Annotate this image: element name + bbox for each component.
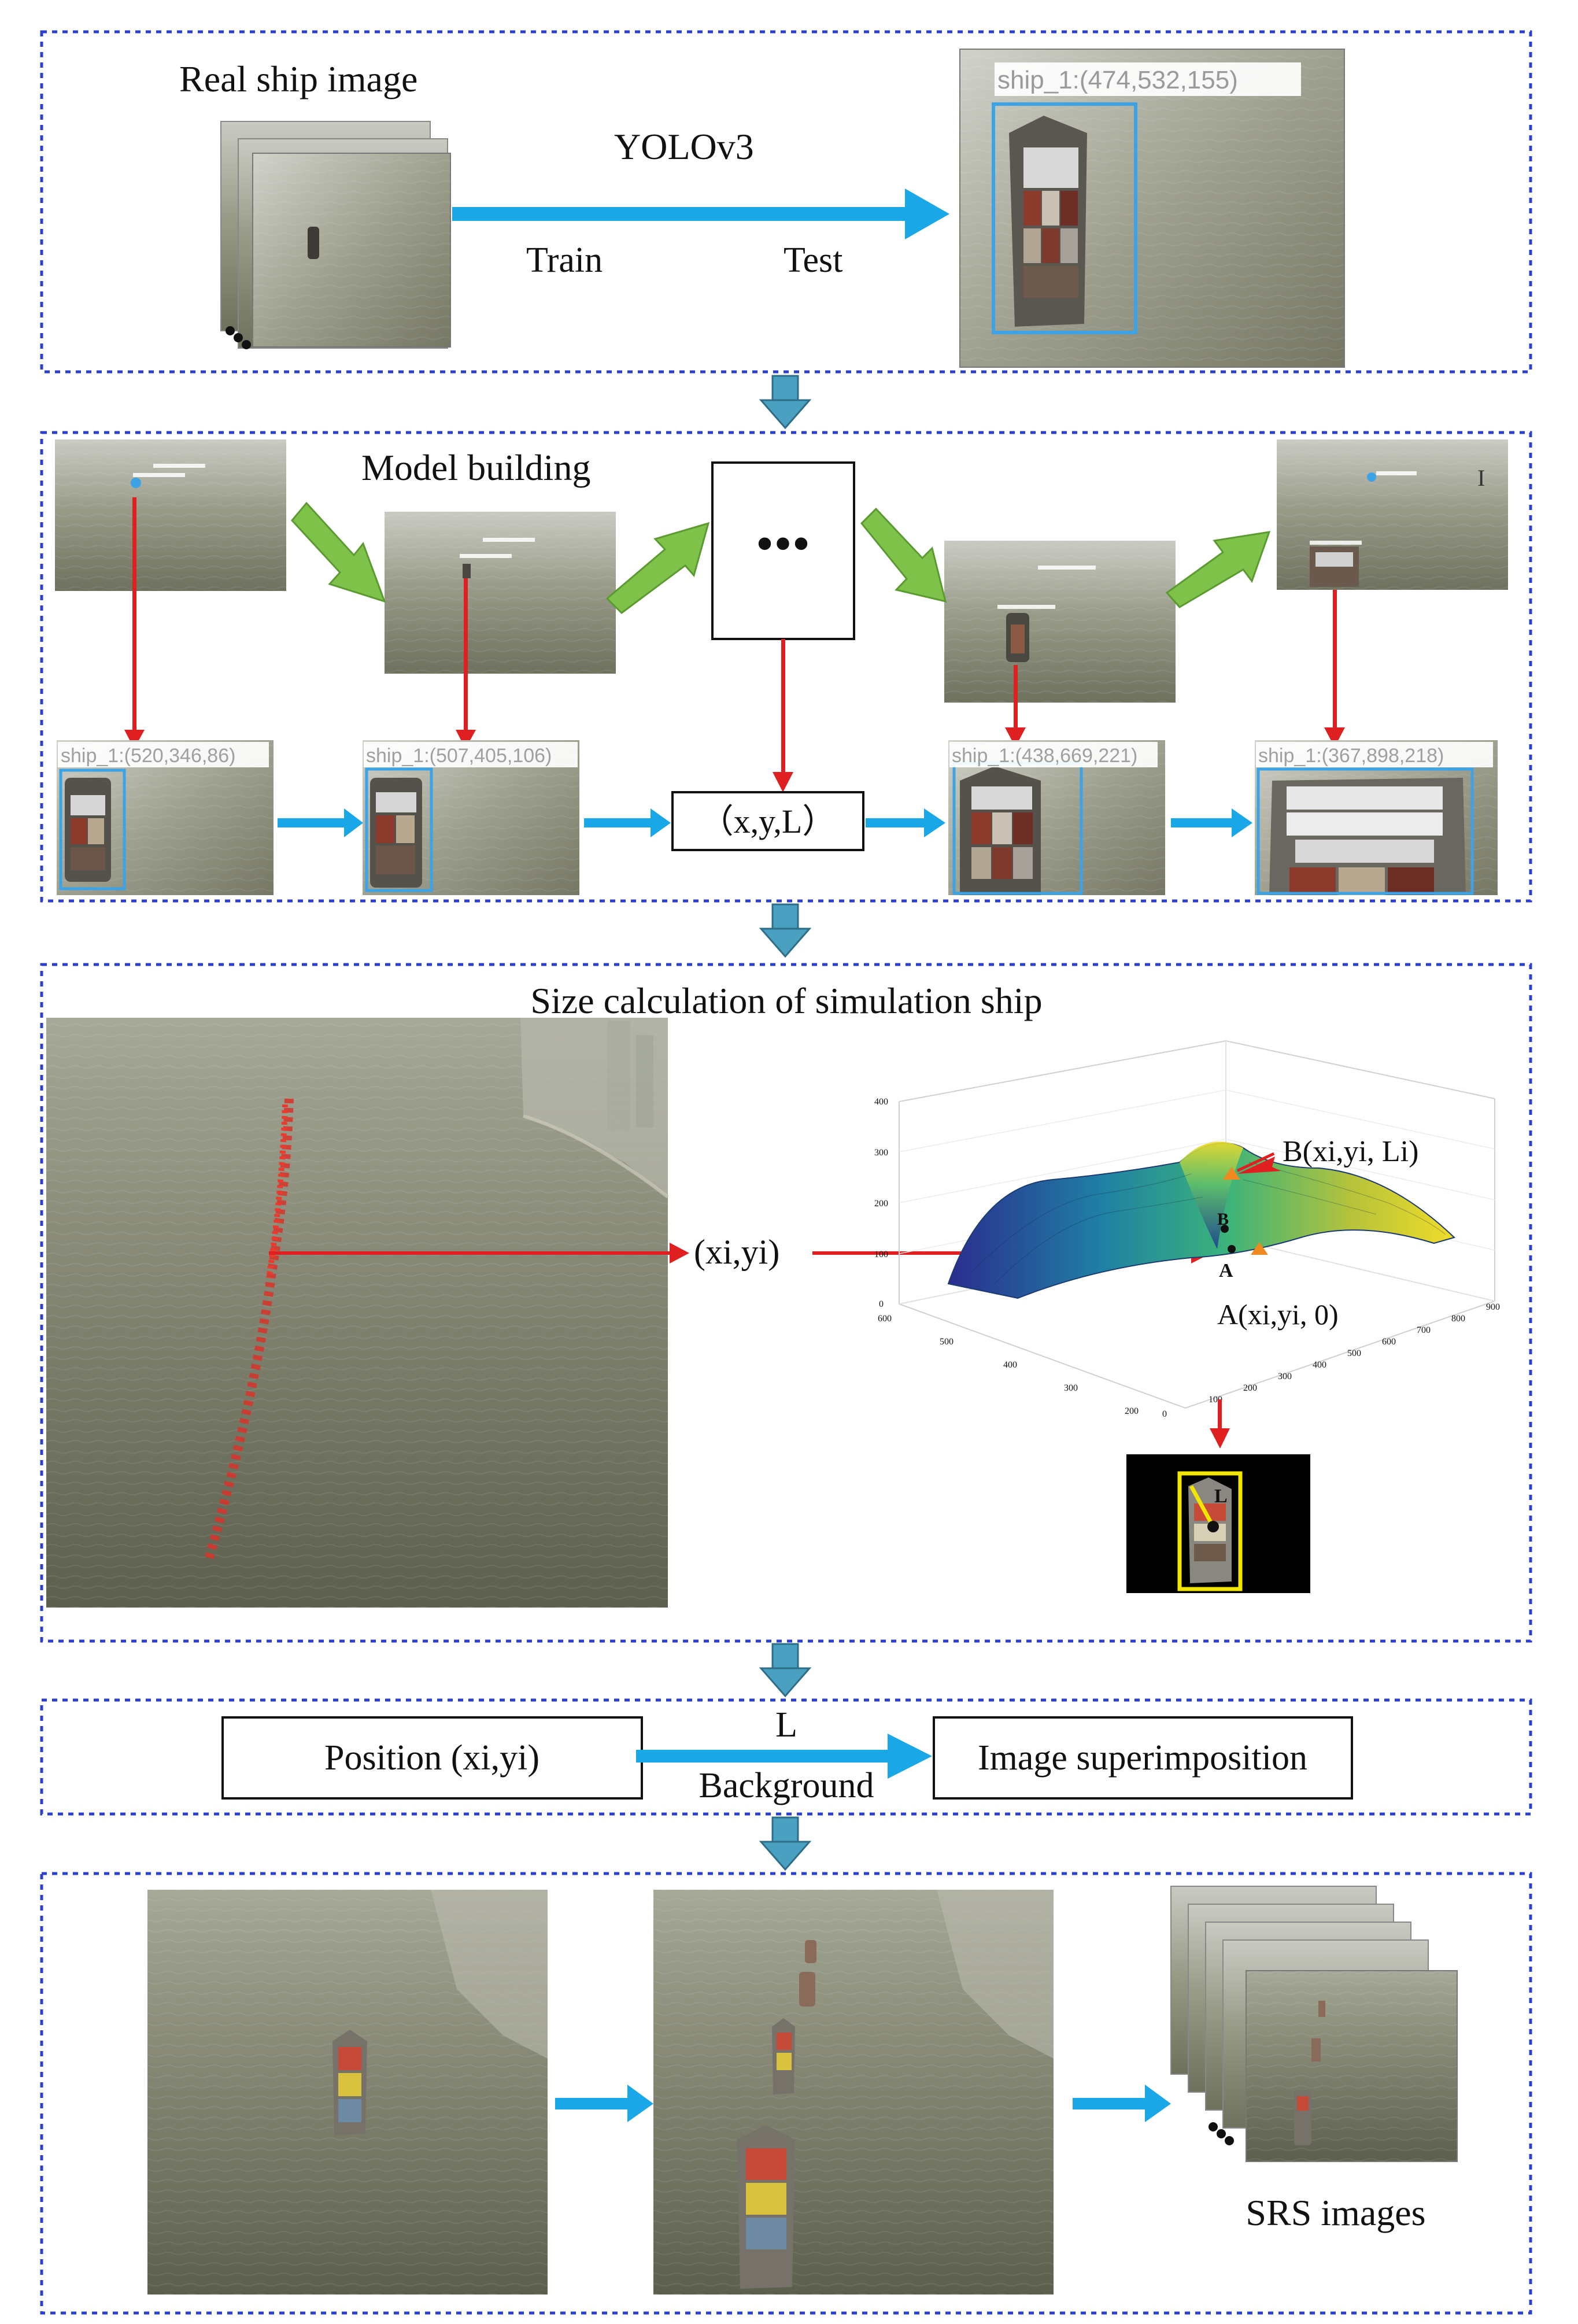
y-tick-4: 200 — [1125, 1406, 1139, 1416]
result-box: Image superimposition — [933, 1716, 1353, 1800]
down-arrow-4 — [759, 1816, 812, 1871]
superimposition-arrow — [636, 1734, 932, 1779]
x-tick-3: 300 — [1278, 1372, 1292, 1381]
x-tick-5: 500 — [1347, 1348, 1361, 1358]
down-arrow-2 — [759, 903, 812, 958]
real-ship-image-stack — [220, 121, 451, 349]
frame-2 — [385, 512, 616, 674]
detection-label-bg — [995, 62, 1301, 96]
frame-1 — [55, 439, 286, 591]
srs-multi-ship — [653, 1890, 1054, 2295]
blue-arrow-srs-2 — [1073, 2085, 1171, 2122]
frame-3 — [944, 541, 1176, 703]
green-arrows — [291, 501, 1271, 614]
z-tick-2: 200 — [874, 1199, 888, 1209]
point-a-label: A(xi,yi, 0) — [1217, 1298, 1339, 1331]
y-tick-1: 500 — [940, 1337, 954, 1347]
frame-4: I — [1277, 439, 1508, 590]
center-coord-text: （x,y,L） — [700, 803, 836, 840]
section1-frame — [40, 30, 1532, 374]
red-down-arrows-model — [124, 497, 1345, 792]
length-marker: L — [1214, 1486, 1228, 1507]
detected-ship-image — [959, 49, 1345, 368]
ellipsis-text: ••• — [756, 515, 811, 572]
crop-2-label: ship_1:(507,405,106) — [366, 745, 552, 767]
ship-length-crop: L — [1126, 1454, 1310, 1593]
surface-plot: B A 400 300 200 100 0 600 500 400 300 20… — [874, 1040, 1500, 1419]
blue-arrow-srs-1 — [555, 2085, 653, 2122]
crop-4: ship_1:(367,898,218) — [1255, 740, 1498, 895]
crop-4-label: ship_1:(367,898,218) — [1258, 745, 1444, 767]
y-tick-3: 300 — [1064, 1383, 1078, 1393]
trajectory-image — [46, 1018, 669, 1608]
marker-a: A — [1219, 1260, 1233, 1281]
crop-3-label: ship_1:(438,669,221) — [952, 745, 1137, 767]
section3-title: Size calculation of simulation ship — [530, 980, 1042, 1021]
position-box: Position (xi,yi) — [221, 1716, 643, 1800]
down-arrow-3 — [759, 1643, 812, 1698]
x-tick-6: 600 — [1382, 1337, 1396, 1347]
arrow-bottom-label: Background — [699, 1766, 874, 1805]
z-tick-4: 0 — [879, 1299, 884, 1309]
detection-label: ship_1:(474,532,155) — [997, 66, 1238, 94]
down-arrow-1 — [759, 375, 812, 430]
trajectory-to-point-arrow — [269, 1243, 689, 1263]
train-test-arrow — [452, 189, 949, 239]
train-label: Train — [526, 241, 603, 280]
z-tick-3: 100 — [874, 1250, 888, 1259]
y-tick-0: 600 — [878, 1314, 892, 1324]
arrow-top-label: L — [775, 1705, 797, 1745]
z-tick-1: 300 — [874, 1148, 888, 1158]
position-label: Position (xi,yi) — [324, 1738, 539, 1778]
section2-title: Model building — [361, 447, 590, 488]
section1-title: Real ship image — [179, 58, 417, 99]
x-tick-0: 0 — [1162, 1409, 1167, 1419]
z-tick-0: 400 — [874, 1097, 888, 1107]
x-tick-9: 900 — [1486, 1302, 1500, 1312]
crop-3: ship_1:(438,669,221) — [948, 740, 1165, 895]
y-tick-2: 400 — [1003, 1360, 1017, 1370]
ellipsis-box: ••• — [711, 461, 855, 640]
x-tick-4: 400 — [1313, 1360, 1326, 1370]
point-b-label: B(xi,yi, Li) — [1283, 1135, 1418, 1168]
crop-2: ship_1:(507,405,106) — [363, 740, 579, 895]
crop-1-label: ship_1:(520,346,86) — [61, 745, 235, 767]
test-label: Test — [784, 241, 842, 280]
section5-frame — [40, 1872, 1532, 2315]
x-tick-8: 800 — [1451, 1314, 1465, 1324]
surface-to-ship-arrow — [1210, 1399, 1230, 1449]
xy-input-label: (xi,yi) — [694, 1233, 779, 1271]
blue-arrows-model — [278, 808, 1252, 837]
srs-single-ship — [147, 1890, 548, 2295]
center-coord-box: （x,y,L） — [671, 791, 864, 851]
marker-b: B — [1217, 1210, 1229, 1229]
svg-text:I: I — [1477, 465, 1485, 491]
x-tick-2: 200 — [1243, 1383, 1257, 1393]
crop-1: ship_1:(520,346,86) — [57, 740, 274, 895]
result-label: Image superimposition — [978, 1738, 1307, 1778]
detection-box — [992, 102, 1137, 334]
method-label: YOLOv3 — [614, 126, 754, 167]
srs-output-label: SRS images — [1246, 2192, 1425, 2233]
x-tick-7: 700 — [1417, 1325, 1431, 1335]
srs-image-stack — [1170, 1886, 1458, 2162]
